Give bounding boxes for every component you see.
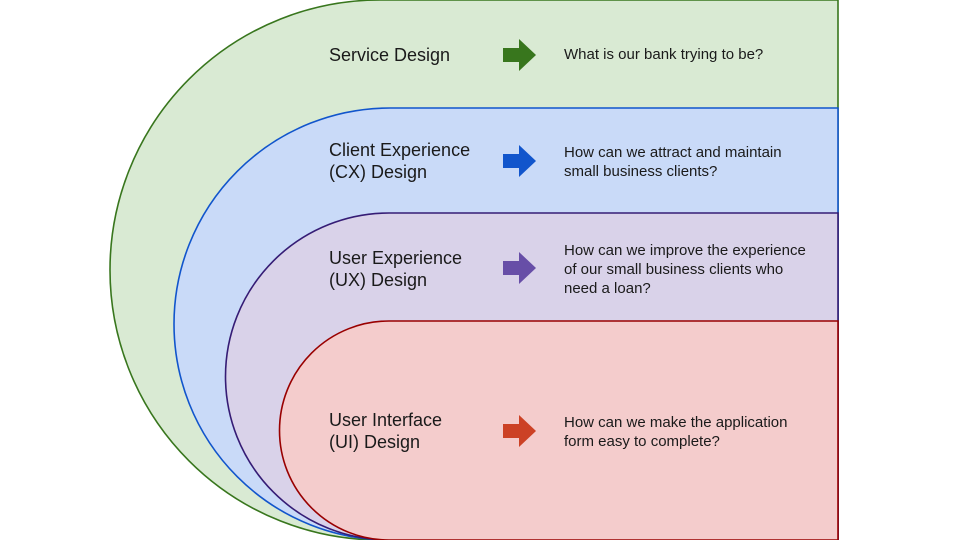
layer-shape-ui (278, 320, 839, 540)
layer-question-ui: How can we make the application form eas… (564, 414, 792, 450)
layer-question-service: What is our bank trying to be? (564, 46, 763, 63)
right-arrow-icon (503, 39, 536, 71)
right-arrow-icon (503, 145, 536, 177)
layer-user-interface: User Interface (UI) Design How can we ma… (278, 320, 839, 540)
layer-title-ux: User Experience (UX) Design (329, 248, 467, 290)
layer-title-cx: Client Experience (CX) Design (329, 140, 475, 182)
right-arrow-icon (503, 252, 536, 284)
layer-question-ux: How can we improve the experience of our… (564, 242, 810, 297)
layer-title-service: Service Design (329, 45, 450, 65)
layer-title-ui: User Interface (UI) Design (329, 410, 447, 452)
right-arrow-icon (503, 415, 536, 447)
layer-question-cx: How can we attract and maintain small bu… (564, 144, 786, 180)
